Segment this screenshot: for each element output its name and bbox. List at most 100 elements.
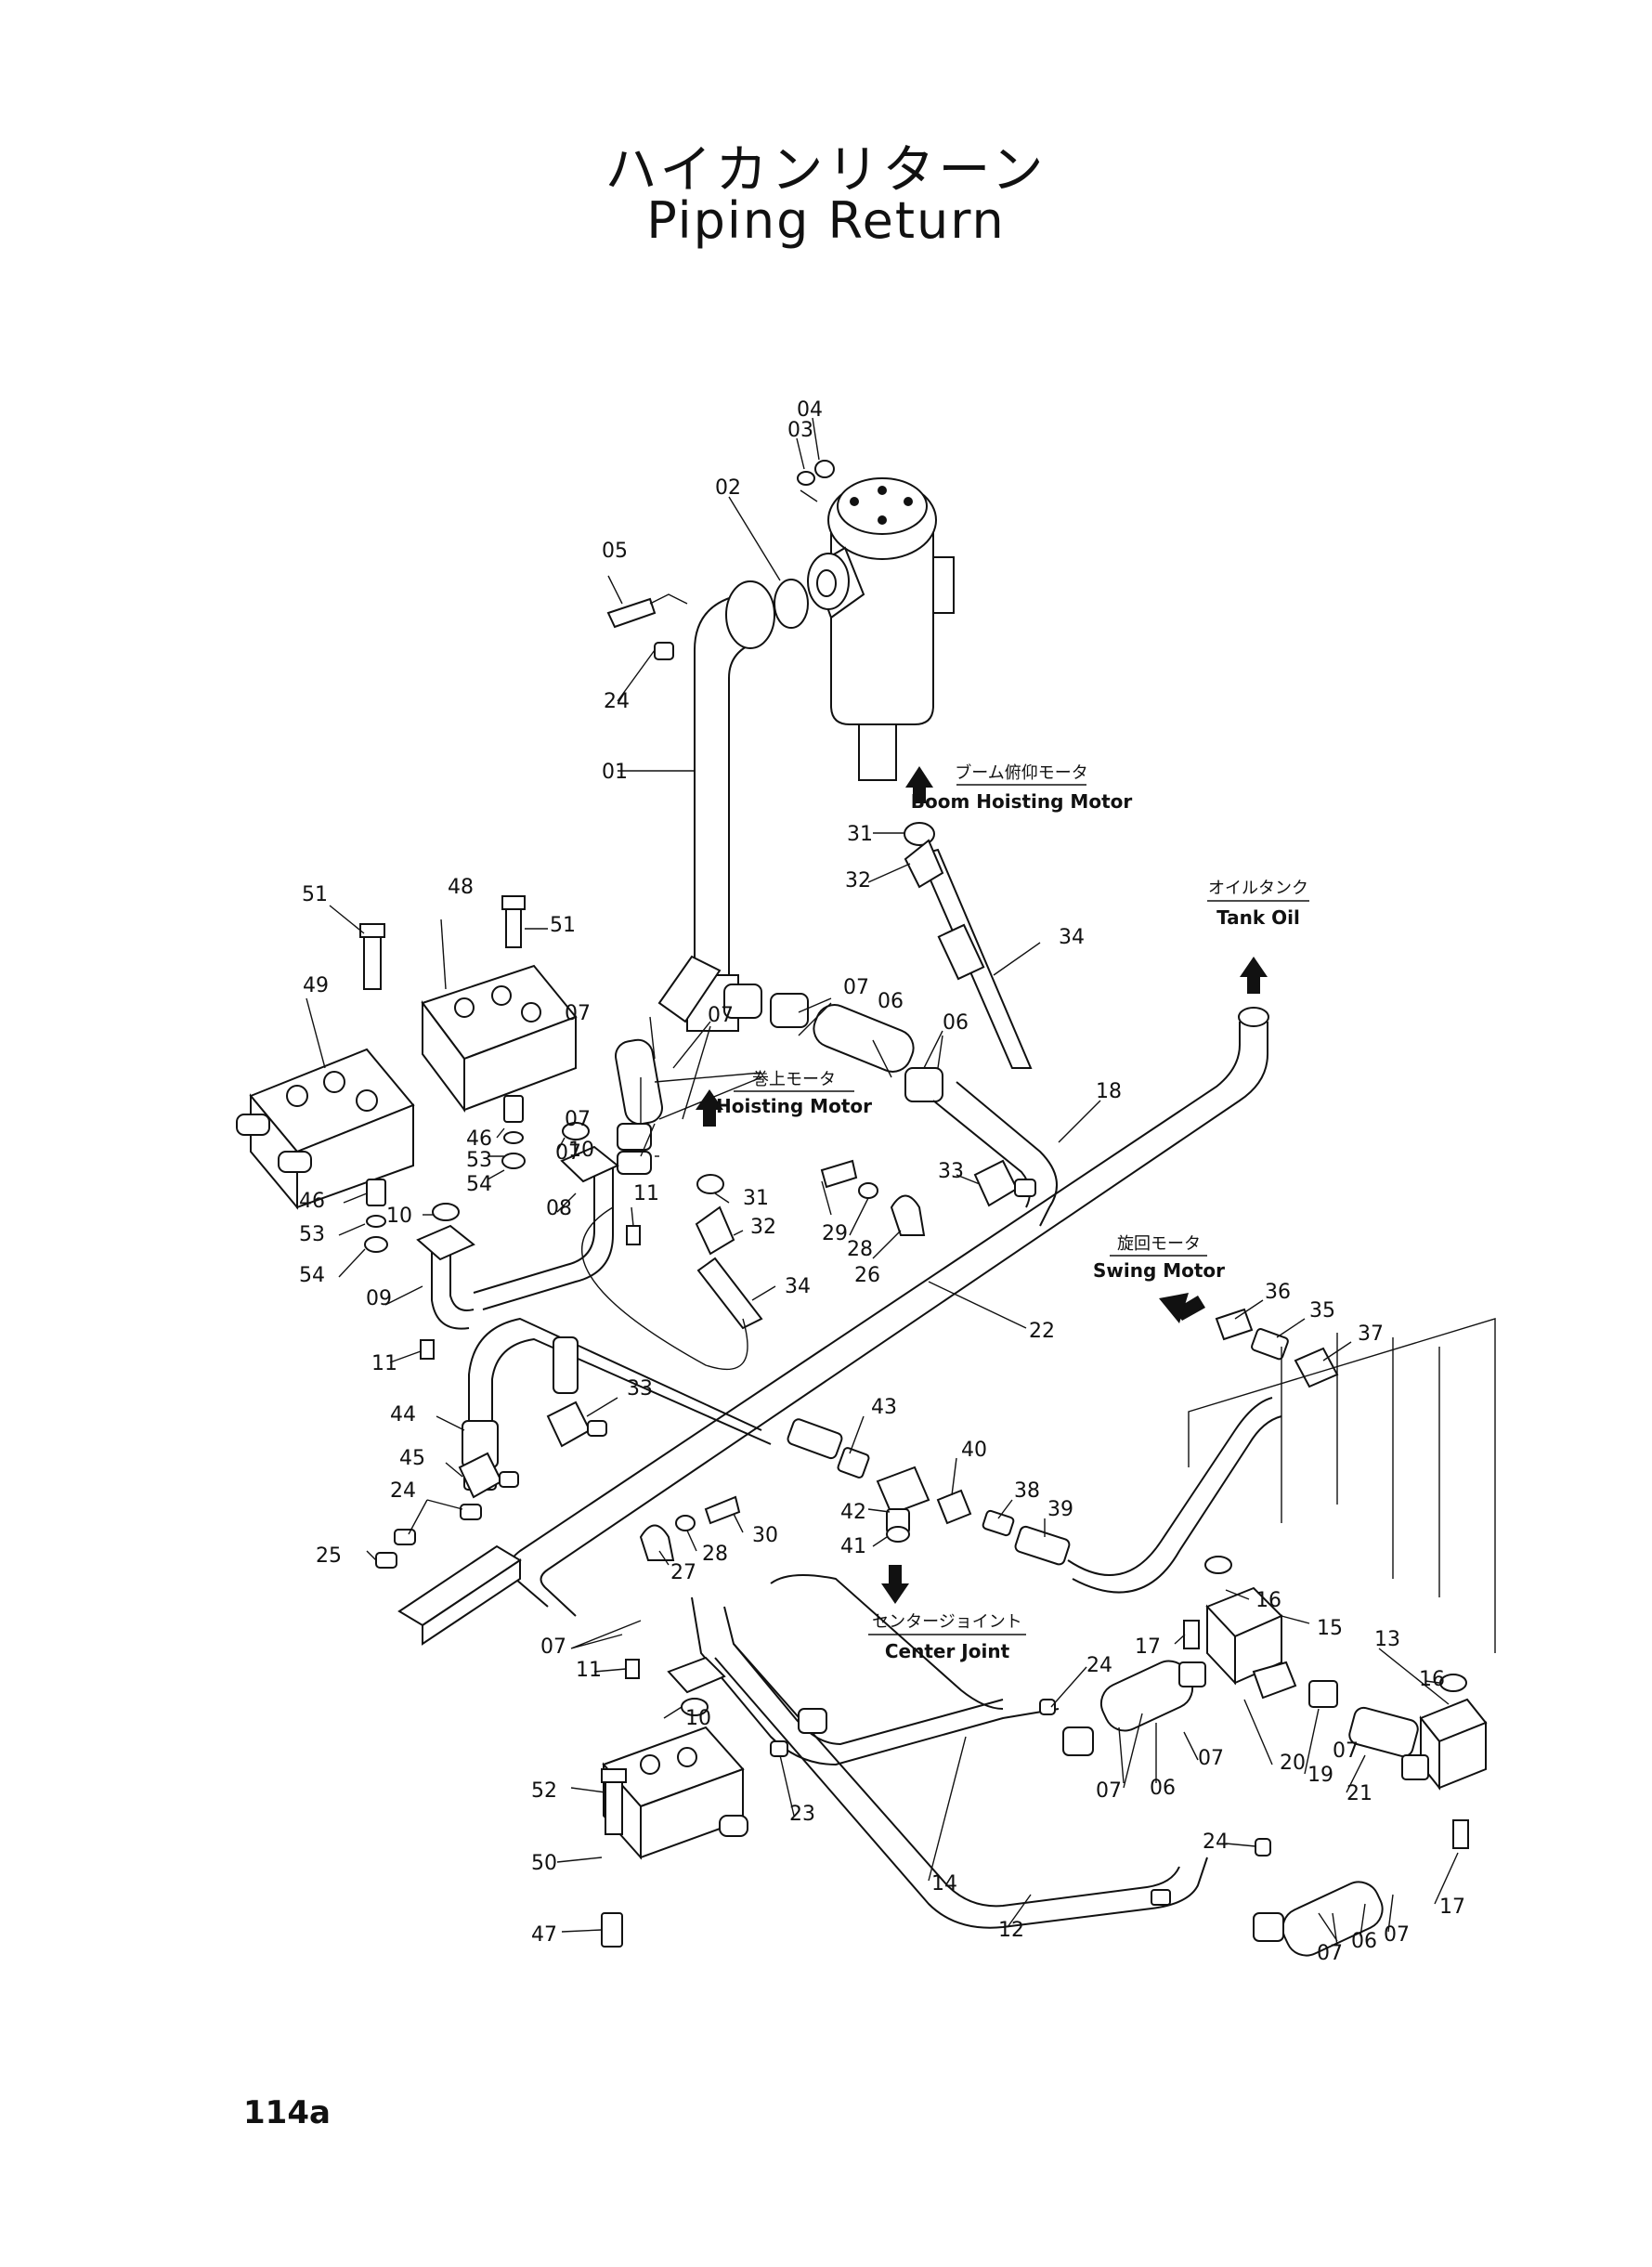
part-label-42: 42 bbox=[840, 1501, 866, 1524]
part-label-07: 07 bbox=[565, 1002, 591, 1025]
title-english: Piping Return bbox=[646, 191, 1006, 250]
part-label-07: 07 bbox=[565, 1108, 591, 1131]
part-label-28: 28 bbox=[702, 1543, 728, 1566]
part-label-14: 14 bbox=[931, 1872, 957, 1896]
part-label-18: 18 bbox=[1096, 1080, 1122, 1103]
manifold-25 bbox=[375, 1504, 522, 1646]
spacer-46-washer-53-54-right bbox=[501, 1095, 526, 1169]
part-label-20: 20 bbox=[1280, 1752, 1306, 1775]
control-valve-49 bbox=[236, 1048, 415, 1210]
part-label-54: 54 bbox=[299, 1264, 325, 1287]
part-label-04: 04 bbox=[797, 398, 823, 422]
part-label-07: 07 bbox=[1333, 1739, 1359, 1763]
part-label-06: 06 bbox=[1150, 1777, 1176, 1800]
part-label-33: 33 bbox=[627, 1377, 653, 1401]
bolt-29-washer-28-clamp-26 bbox=[820, 1159, 926, 1236]
part-label-50: 50 bbox=[531, 1852, 557, 1875]
elbow-33-lower bbox=[546, 1336, 607, 1448]
dest-tank-jp: オイルタンク bbox=[1208, 879, 1308, 898]
hose-44 bbox=[462, 1317, 772, 1491]
part-label-06: 06 bbox=[943, 1011, 969, 1035]
dest-hoisting-jp: 巻上モータ bbox=[752, 1070, 836, 1089]
arrow-tank bbox=[1240, 957, 1268, 994]
part-label-03: 03 bbox=[787, 419, 813, 442]
plug-24-right bbox=[1039, 1699, 1271, 1857]
fittings-07-06-left bbox=[615, 955, 722, 1175]
arrow-boom bbox=[905, 766, 933, 803]
part-label-02: 02 bbox=[715, 476, 741, 500]
dest-hoisting-en: Hoisting Motor bbox=[716, 1095, 872, 1117]
part-label-24: 24 bbox=[604, 690, 630, 713]
hose-39-swing bbox=[1067, 1397, 1282, 1594]
bolt-52 bbox=[601, 1768, 627, 1835]
dest-tank-en: Tank Oil bbox=[1216, 906, 1300, 929]
o-rings-10-upper bbox=[432, 1122, 590, 1221]
dest-boom-en: Boom Hoisting Motor bbox=[911, 790, 1133, 813]
part-label-11: 11 bbox=[633, 1182, 659, 1205]
clamp-27-bolt-30 bbox=[639, 1495, 741, 1561]
part-label-31: 31 bbox=[847, 823, 873, 846]
part-label-25: 25 bbox=[316, 1544, 342, 1568]
part-label-16: 16 bbox=[1255, 1589, 1281, 1612]
part-label-13: 13 bbox=[1374, 1628, 1400, 1651]
part-label-28: 28 bbox=[847, 1238, 873, 1261]
pipe-08 bbox=[473, 1145, 619, 1310]
control-valve-48 bbox=[421, 964, 578, 1113]
part-label-46: 46 bbox=[299, 1190, 325, 1213]
pipe-18 bbox=[932, 1081, 1058, 1227]
bolt-51-right bbox=[501, 895, 526, 948]
pipe-12 bbox=[714, 1643, 1208, 1929]
part-label-23: 23 bbox=[789, 1803, 815, 1826]
part-label-49: 49 bbox=[303, 974, 329, 997]
part-label-32: 32 bbox=[750, 1216, 776, 1239]
elbow-45 bbox=[458, 1452, 519, 1499]
part-label-05: 05 bbox=[602, 540, 628, 563]
part-label-07: 07 bbox=[540, 1635, 566, 1659]
pipe-09 bbox=[416, 1224, 475, 1330]
part-label-52: 52 bbox=[531, 1779, 557, 1803]
destination-tank-oil: オイルタンク Tank Oil bbox=[1207, 879, 1309, 929]
hoisting-motor-hose bbox=[580, 1174, 763, 1370]
dest-swing-en: Swing Motor bbox=[1093, 1259, 1225, 1282]
hose-43-segment bbox=[787, 1418, 870, 1479]
part-label-34: 34 bbox=[1059, 926, 1085, 949]
spacer-46-washer-53-54-left bbox=[364, 1179, 388, 1253]
part-label-27: 27 bbox=[670, 1561, 696, 1584]
return-filter-assembly bbox=[807, 477, 955, 781]
tee-42 bbox=[876, 1466, 930, 1543]
part-label-07: 07 bbox=[708, 1004, 734, 1027]
part-label-37: 37 bbox=[1358, 1322, 1384, 1346]
title-japanese: ハイカンリターン bbox=[605, 140, 1047, 201]
destination-center-joint: センタージョイント Center Joint bbox=[868, 1612, 1026, 1662]
part-label-01: 01 bbox=[602, 761, 628, 784]
part-label-31: 31 bbox=[743, 1187, 769, 1210]
fittings-40-38-39 bbox=[936, 1489, 1071, 1566]
part-label-11: 11 bbox=[371, 1352, 397, 1375]
spacer-47 bbox=[601, 1912, 623, 1948]
bolt-03-04 bbox=[797, 460, 835, 502]
part-label-22: 22 bbox=[1029, 1320, 1055, 1343]
part-label-08: 08 bbox=[546, 1197, 572, 1220]
arrow-center bbox=[881, 1565, 909, 1604]
part-label-36: 36 bbox=[1265, 1281, 1291, 1304]
part-label-24: 24 bbox=[1086, 1654, 1112, 1677]
destination-boom-hoisting-motor: ブーム俯仰モータ Boom Hoisting Motor bbox=[911, 762, 1133, 813]
part-label-10: 10 bbox=[685, 1707, 711, 1730]
part-label-34: 34 bbox=[785, 1275, 811, 1298]
part-label-15: 15 bbox=[1317, 1617, 1343, 1640]
part-label-26: 26 bbox=[854, 1264, 880, 1287]
part-label-53: 53 bbox=[299, 1223, 325, 1246]
tee-block-13 bbox=[1401, 1674, 1488, 1849]
part-label-41: 41 bbox=[840, 1535, 866, 1558]
bolt-05 bbox=[606, 593, 688, 629]
page-number: 114a bbox=[243, 2094, 331, 2131]
swing-motor-housing bbox=[1188, 1318, 1496, 1653]
part-label-17: 17 bbox=[1439, 1896, 1465, 1919]
part-label-51: 51 bbox=[302, 883, 328, 906]
bolt-51-left bbox=[359, 923, 385, 990]
part-label-19: 19 bbox=[1307, 1764, 1333, 1787]
part-label-47: 47 bbox=[531, 1923, 557, 1947]
part-label-24: 24 bbox=[1203, 1831, 1229, 1854]
